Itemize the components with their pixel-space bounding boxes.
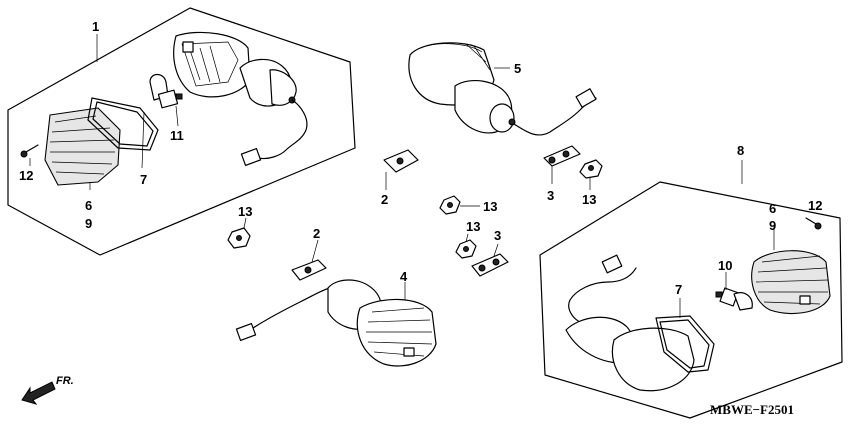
front-lens-left — [44, 107, 121, 186]
screw-left — [20, 144, 39, 158]
nut-13-c — [439, 195, 461, 215]
callout-4: 4 — [400, 269, 408, 284]
callout-5: 5 — [514, 61, 521, 76]
figure-code: MBWE−F2501 — [710, 402, 794, 417]
rubber-mount-2-top — [383, 149, 419, 173]
callout-3-bottom: 3 — [494, 228, 501, 243]
callout-7-right: 7 — [675, 282, 682, 297]
callout-2-bottom: 2 — [313, 226, 320, 241]
callout-2-top: 2 — [381, 192, 388, 207]
callout-7-left: 7 — [140, 172, 147, 187]
winker-housing-right — [565, 254, 695, 392]
callout-13-b: 13 — [238, 204, 252, 219]
bulb-left — [149, 73, 183, 109]
callout-13-a: 13 — [582, 192, 596, 207]
callout-13-d: 13 — [466, 219, 480, 234]
front-lens-right — [751, 250, 831, 315]
screw-right — [805, 217, 822, 230]
nut-13-d — [455, 239, 477, 259]
arrow-left-icon — [21, 381, 56, 405]
lens-gasket-right — [655, 315, 715, 373]
callout-6-right: 6 — [769, 201, 776, 216]
bulb-right — [715, 287, 753, 311]
callout-3-top: 3 — [547, 188, 554, 203]
rubber-mount-3-bottom — [471, 253, 509, 277]
callout-11: 11 — [170, 128, 184, 143]
direction-label: FR. — [56, 375, 74, 387]
lens-gasket-left — [87, 97, 159, 151]
nut-13-b — [227, 227, 251, 249]
callout-8: 8 — [737, 143, 744, 158]
winker-4 — [235, 279, 437, 367]
leader-lines — [29, 34, 775, 318]
callout-9-right: 9 — [769, 218, 776, 233]
winker-5 — [408, 42, 597, 136]
callout-12-left: 12 — [19, 168, 33, 183]
nut-13-a — [579, 159, 603, 179]
callout-6-left: 6 — [85, 198, 92, 213]
rubber-mount-2-bottom — [291, 259, 327, 281]
callout-12-right: 12 — [808, 198, 822, 213]
front-direction-indicator: FR. — [21, 375, 74, 405]
callout-1: 1 — [92, 19, 99, 34]
assembly-8-outline — [539, 181, 843, 419]
callout-10: 10 — [718, 258, 732, 273]
callout-9-left: 9 — [85, 216, 92, 231]
winker-housing-left — [173, 31, 308, 166]
rubber-mount-3-top — [543, 145, 581, 167]
assembly-1-outline — [7, 7, 356, 256]
callout-13-c: 13 — [483, 199, 497, 214]
